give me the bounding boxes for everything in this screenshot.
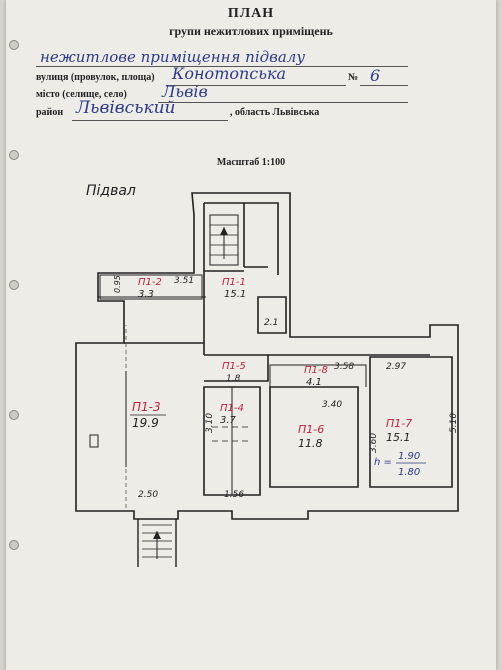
purpose-value: нежитлове приміщення підвалу xyxy=(40,48,306,66)
document-title: ПЛАН xyxy=(227,6,275,21)
dimension-label: 3.51 xyxy=(174,276,194,286)
room-p1-8-label: П1-8 xyxy=(304,365,328,376)
room-p1-1-area: 15.1 xyxy=(224,289,246,300)
room-p1-2-label: П1-2 xyxy=(138,277,162,288)
street-label: вулиця (провулок, площа) xyxy=(36,72,155,83)
room-p1-8-area: 4.1 xyxy=(306,377,322,388)
room-p1-2-area: 3.3 xyxy=(138,289,154,300)
district-underline xyxy=(72,120,228,121)
dimension-label: 2.1 xyxy=(264,318,278,328)
region-label: , область Львівська xyxy=(230,107,320,118)
number-label: № xyxy=(348,72,359,83)
binder-ring-icon xyxy=(9,540,19,550)
city-label: місто (селище, село) xyxy=(36,89,127,100)
city-underline xyxy=(158,102,408,103)
scale-label: Масштаб 1:100 xyxy=(216,157,286,168)
district-label: район xyxy=(36,107,64,118)
binder-rings xyxy=(6,0,20,670)
room-p1-1-label: П1-1 xyxy=(222,277,246,288)
street-underline xyxy=(166,85,346,86)
room-p1-7-area: 15.1 xyxy=(386,431,411,444)
room-p1-6-area: 11.8 xyxy=(298,437,323,450)
room-p1-4-label: П1-4 xyxy=(220,403,244,414)
dimension-label: 2.97 xyxy=(386,362,406,372)
dimension-label: 3.40 xyxy=(322,400,342,410)
height-label: h = xyxy=(374,457,392,468)
street-value: Конотопська xyxy=(172,64,287,83)
dimension-label: 1.56 xyxy=(224,490,244,500)
room-p1-5-label: П1-5 xyxy=(222,361,246,372)
binder-ring-icon xyxy=(9,280,19,290)
floor-plan: Підвал П1-1 15.1 П1-2 3.3 П1-3 19.9 П1-4… xyxy=(75,183,459,567)
plan-heading: Підвал xyxy=(86,183,136,199)
dimension-label: 0.95 xyxy=(113,275,122,293)
district-value: Львівський xyxy=(76,98,176,118)
room-p1-7-label: П1-7 xyxy=(386,417,412,430)
dimension-label: 3.10 xyxy=(205,413,215,433)
room-p1-4-area: 3.7 xyxy=(220,415,237,426)
city-value: Львів xyxy=(162,82,208,101)
number-value: 6 xyxy=(370,66,381,85)
room-p1-5-area: 1.8 xyxy=(226,374,241,384)
binder-ring-icon xyxy=(9,150,19,160)
room-p1-6-label: П1-6 xyxy=(298,423,324,436)
purpose-underline xyxy=(36,66,408,67)
binder-ring-icon xyxy=(9,40,19,50)
document-subtitle: групи нежитлових приміщень xyxy=(169,24,333,38)
height-top: 1.90 xyxy=(398,451,420,462)
dimension-label: 3.60 xyxy=(369,433,379,453)
height-bottom: 1.80 xyxy=(398,467,420,478)
dimension-label: 3.58 xyxy=(334,362,354,372)
room-p1-3-area: 19.9 xyxy=(132,416,159,430)
number-underline xyxy=(360,85,408,86)
dimension-label: 2.50 xyxy=(138,490,158,500)
document-sheet: ПЛАН групи нежитлових приміщень нежитлов… xyxy=(6,0,496,670)
binder-ring-icon xyxy=(9,410,19,420)
room-p1-3-label: П1-3 xyxy=(132,400,161,414)
dimension-label: 5.10 xyxy=(449,413,459,433)
